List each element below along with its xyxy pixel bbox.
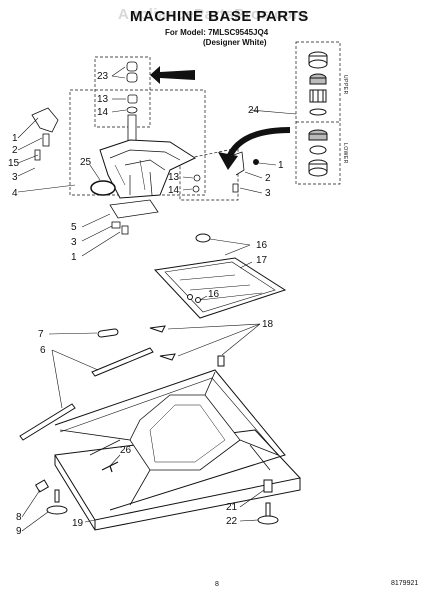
leader-lines	[17, 66, 297, 532]
callout-23: 23	[97, 71, 109, 82]
callout-25: 25	[80, 157, 92, 168]
callout-6: 6	[40, 345, 46, 356]
callout-14: 14	[168, 185, 180, 196]
callout-18: 18	[262, 319, 274, 330]
upper-label: UPPER	[342, 75, 348, 95]
bearing-inset: UPPER LOWER	[295, 41, 348, 185]
callout-1: 1	[278, 160, 284, 171]
callout-3: 3	[265, 188, 271, 199]
lower-label: LOWER	[342, 143, 348, 164]
page-number: 8	[215, 581, 219, 588]
callout-9: 9	[16, 526, 22, 537]
callout-numbers: 1 2 15 3 4 25 23 13 14 24 1 2 3 13 14 5 …	[8, 71, 284, 537]
machine-base-frame	[34, 369, 301, 531]
callout-7: 7	[38, 329, 44, 340]
transmission-assembly	[31, 56, 259, 235]
callout-1: 1	[12, 133, 18, 144]
callout-13: 13	[168, 172, 180, 183]
callout-16: 16	[208, 289, 220, 300]
callout-4: 4	[12, 188, 18, 199]
callout-22: 22	[226, 516, 238, 527]
callout-8: 8	[16, 512, 22, 523]
callout-19: 19	[72, 518, 84, 529]
base-plate-assembly	[153, 233, 287, 319]
callout-1: 1	[71, 252, 77, 263]
callout-3: 3	[71, 237, 77, 248]
arrow-shape	[150, 66, 195, 84]
page-title: MACHINE BASE PARTS	[130, 8, 309, 25]
watermark: AppliancePartsPros.com	[118, 6, 307, 23]
callout-16: 16	[256, 240, 268, 251]
callout-17: 17	[256, 255, 268, 266]
document-number: 8179921	[391, 580, 419, 587]
rails-and-springs	[19, 325, 225, 441]
callout-26: 26	[120, 445, 132, 456]
callout-15: 15	[8, 158, 20, 169]
callout-5: 5	[71, 222, 77, 233]
callout-2: 2	[265, 173, 271, 184]
callout-21: 21	[226, 502, 238, 513]
callout-14: 14	[97, 107, 109, 118]
callout-13: 13	[97, 94, 109, 105]
callout-2: 2	[12, 145, 18, 156]
model-line: For Model: 7MLSC9545JQ4	[165, 28, 269, 37]
callout-3: 3	[12, 172, 18, 183]
color-line: (Designer White)	[203, 38, 267, 47]
callout-24: 24	[248, 105, 260, 116]
